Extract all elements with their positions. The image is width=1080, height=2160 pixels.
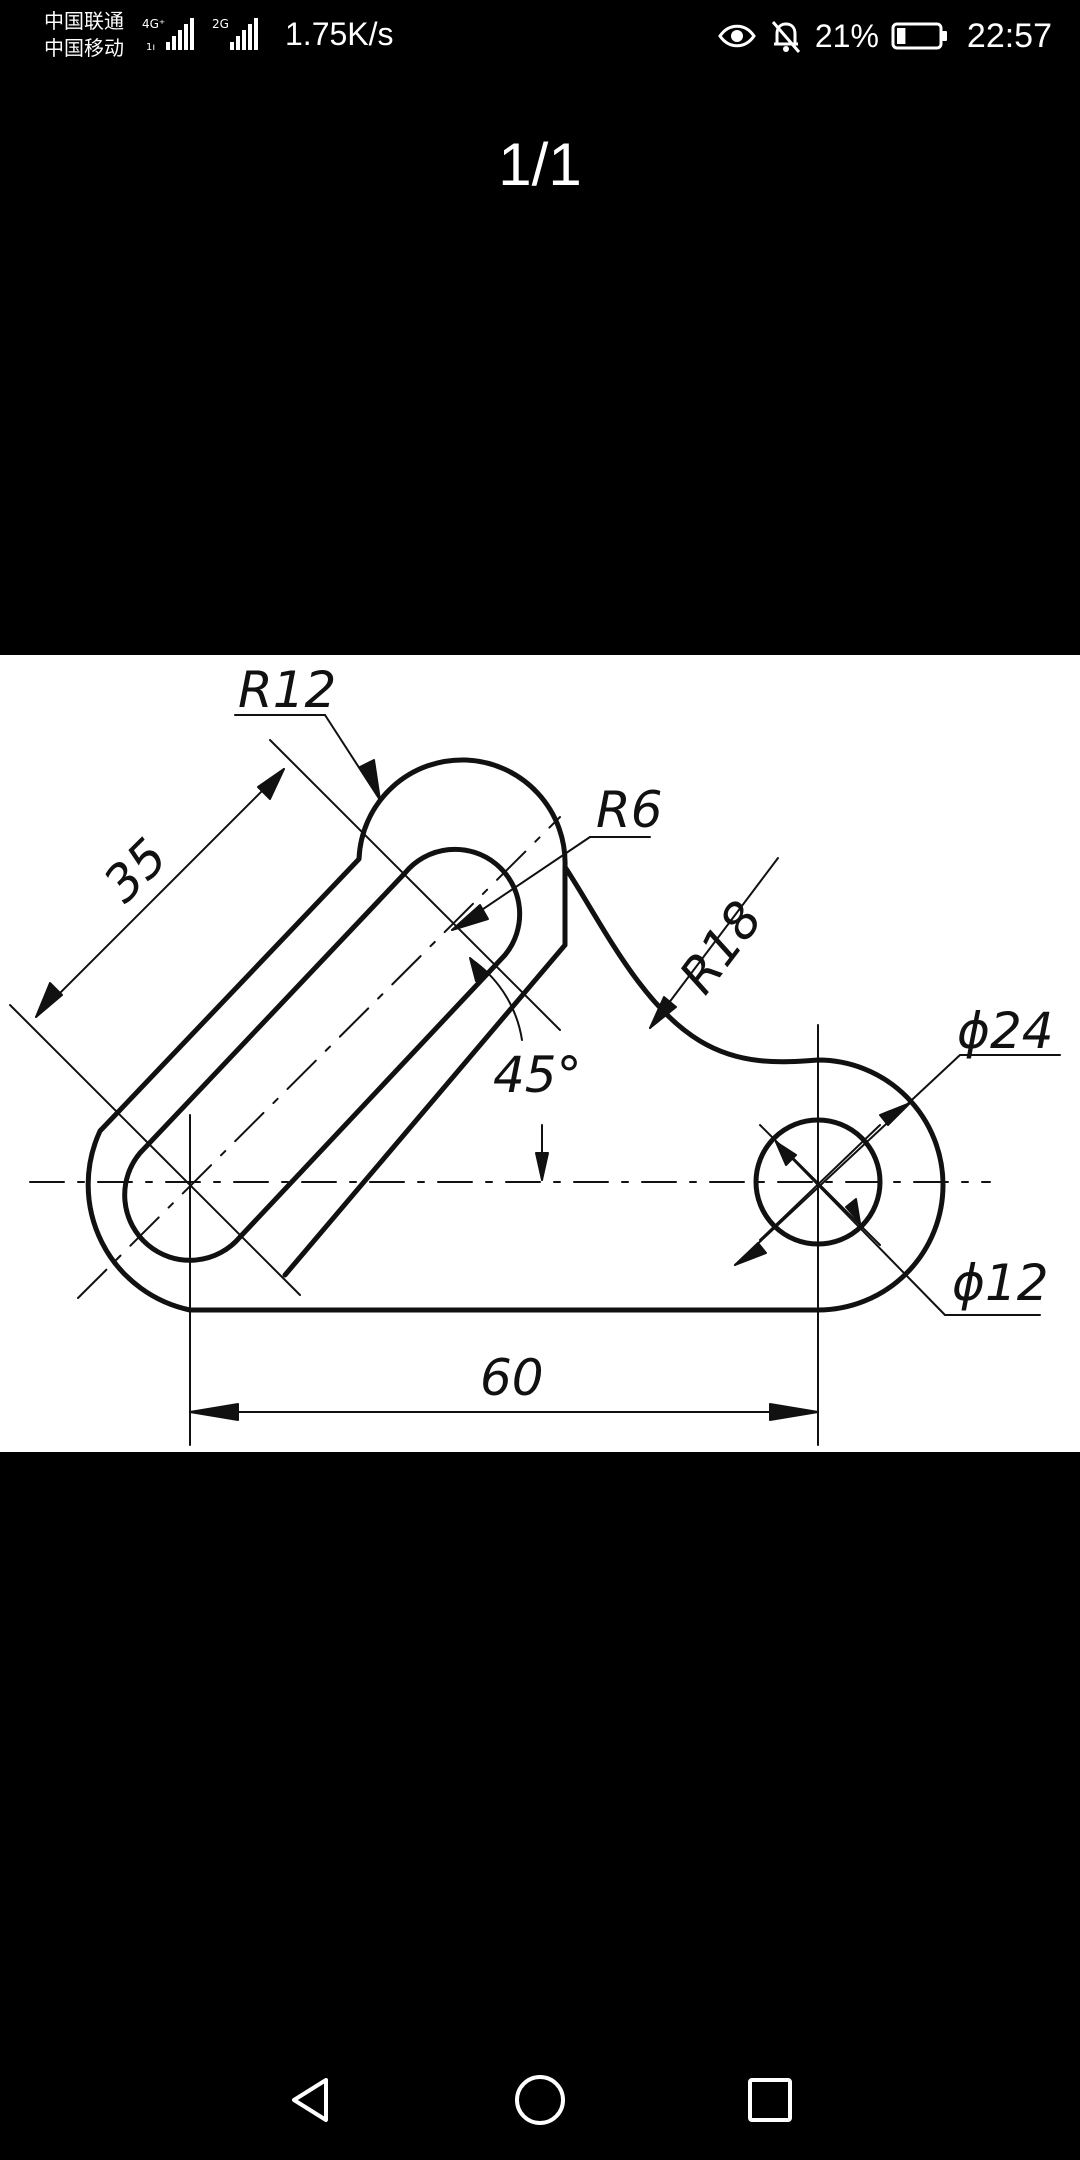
leader-phi12 — [775, 1141, 1041, 1316]
label-45: 45° — [493, 1046, 582, 1104]
carrier-1-label: 中国联通 — [44, 9, 124, 33]
technical-drawing: R12 R6 R18 35 45° ϕ24 ϕ12 60 — [9, 661, 1061, 1446]
battery-icon — [891, 22, 947, 50]
net-speed: 1.75K/s — [285, 16, 394, 52]
inner-hole — [753, 1117, 883, 1247]
page-indicator: 1/1 — [498, 131, 582, 198]
dimension-35 — [35, 768, 285, 1018]
eye-icon — [718, 24, 756, 48]
network-1-label: 4G⁺ — [142, 17, 165, 31]
leader-phi24 — [734, 1054, 1061, 1266]
status-bar: 中国联通 中国移动 4G⁺ 1ı 2G 1.75K/s 21% — [0, 0, 1080, 72]
back-icon[interactable] — [270, 2060, 350, 2140]
leader-r18 — [649, 857, 779, 1029]
carrier-2-label: 中国移动 — [44, 36, 124, 60]
leader-r12 — [234, 714, 381, 801]
signal-icon: 4G⁺ 1ı 2G — [142, 17, 258, 53]
angle-45-marker — [469, 957, 549, 1181]
leader-r6 — [451, 836, 651, 931]
status-right: 21% 22:57 — [717, 14, 1052, 58]
inner-slot — [122, 846, 523, 1263]
label-r18: R18 — [668, 891, 774, 1004]
network-2-label: 2G — [212, 17, 229, 31]
dimension-60 — [189, 1403, 819, 1421]
center-lines — [9, 739, 991, 1446]
carrier-info: 中国联通 中国移动 — [44, 8, 124, 62]
label-60: 60 — [480, 1349, 544, 1407]
label-phi24: ϕ24 — [957, 1002, 1054, 1060]
svg-text:1ı: 1ı — [146, 42, 155, 53]
bell-off-icon — [771, 21, 800, 53]
label-35: 35 — [92, 827, 178, 913]
navigation-bar — [0, 2040, 1080, 2160]
clock: 22:57 — [966, 16, 1052, 55]
outer-slot-profile — [85, 757, 946, 1313]
home-icon[interactable] — [500, 2060, 580, 2140]
battery-fill — [896, 28, 906, 44]
label-phi12: ϕ12 — [952, 1254, 1049, 1312]
drawing-image[interactable]: R12 R6 R18 35 45° ϕ24 ϕ12 60 — [0, 655, 1080, 1452]
recents-icon[interactable] — [730, 2060, 810, 2140]
battery-percent: 21% — [814, 17, 879, 54]
label-r6: R6 — [596, 781, 663, 839]
label-r12: R12 — [238, 661, 336, 719]
